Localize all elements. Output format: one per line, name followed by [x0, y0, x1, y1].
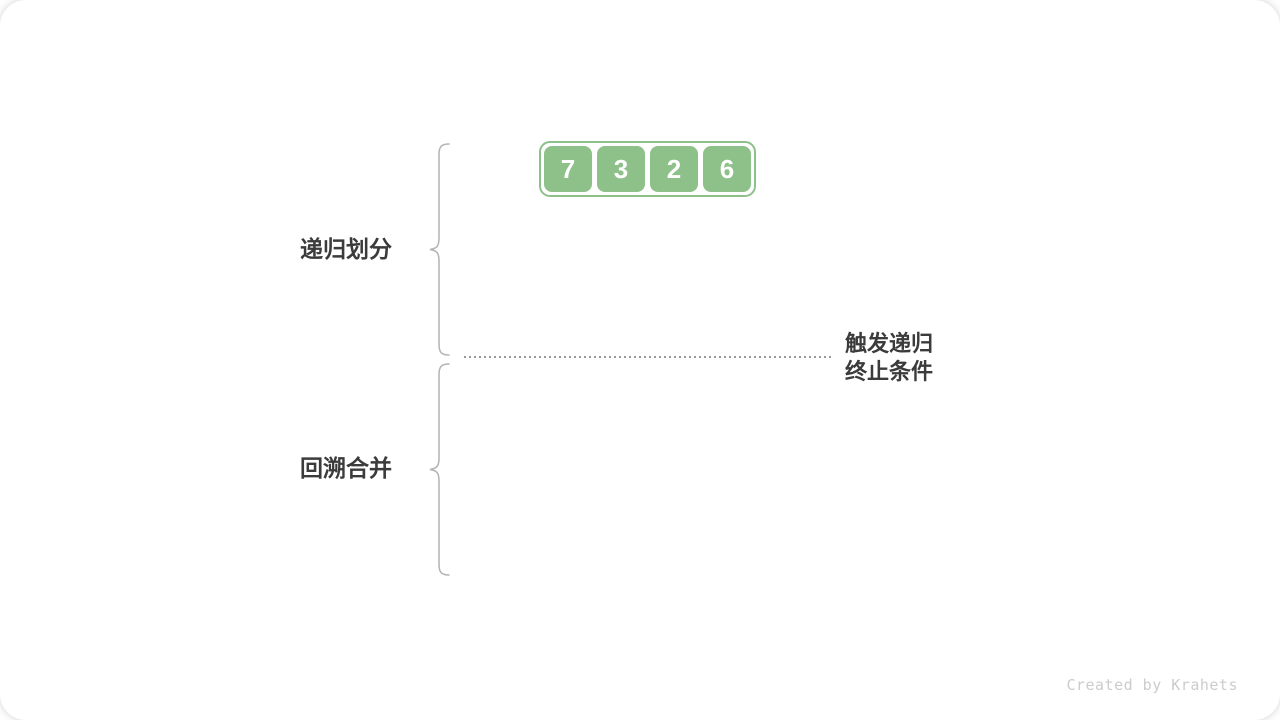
array-cell: 3	[597, 146, 645, 192]
label-termination-condition: 触发递归 终止条件	[845, 330, 933, 386]
brace-recursive-partition	[429, 143, 450, 356]
array-container: 7 3 2 6	[539, 141, 756, 197]
array-cell: 2	[650, 146, 698, 192]
array-cell: 6	[703, 146, 751, 192]
array-cell: 7	[544, 146, 592, 192]
termination-divider-line	[464, 356, 834, 358]
label-termination-line2: 终止条件	[845, 359, 934, 384]
brace-backtrack-merge	[429, 363, 450, 576]
label-termination-line1: 触发递归	[845, 331, 934, 356]
label-backtrack-merge: 回溯合并	[300, 455, 392, 481]
label-recursive-partition: 递归划分	[300, 236, 392, 262]
credit-text: Created by Krahets	[1066, 676, 1238, 694]
